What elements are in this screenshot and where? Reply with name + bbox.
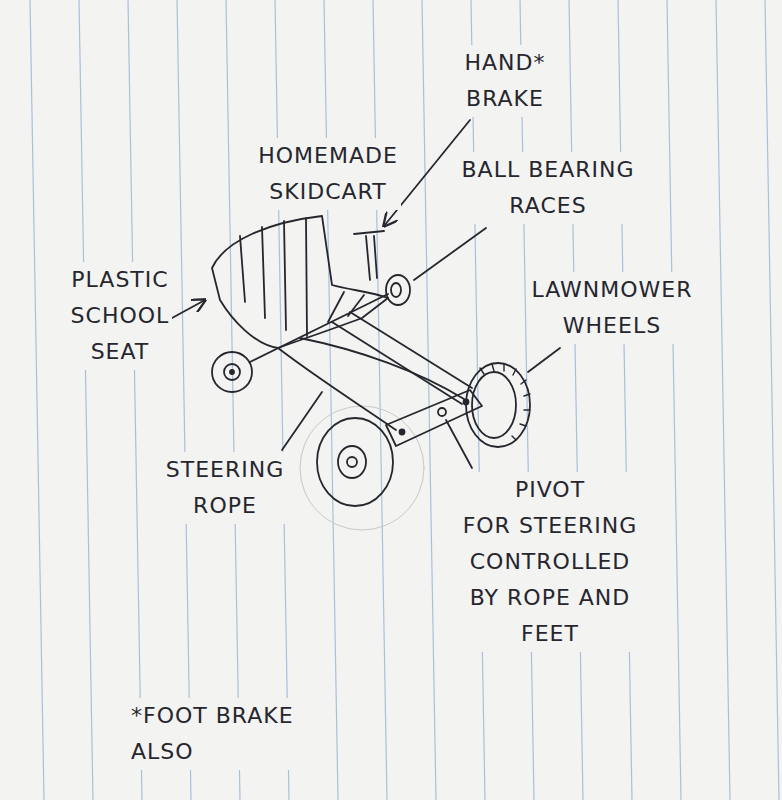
ruled-line: [716, 0, 730, 800]
bearing-wheel: [386, 275, 410, 305]
seat-rib: [284, 221, 286, 330]
wheel-hub: [224, 364, 240, 380]
plank-bolt: [400, 430, 405, 435]
wheel-tread: [480, 364, 530, 440]
wheel-hub: [338, 446, 366, 478]
text-line: CONTROLLED: [463, 544, 638, 580]
ruled-line: [226, 0, 240, 800]
seat-rib: [240, 236, 245, 302]
ruled-line: [373, 0, 387, 800]
ruled-line: [618, 0, 632, 800]
text-line: ALSO: [131, 734, 294, 770]
text-line: PLASTIC: [71, 262, 170, 298]
part-label: PIVOT FOR STEERING CONTROLLED BY ROPE AN…: [460, 472, 641, 652]
text-line: FEET: [463, 616, 638, 652]
hand-brake-handle: [354, 231, 384, 234]
part-label: STEERING ROPE: [163, 452, 287, 524]
ruled-line: [79, 0, 93, 800]
text-line: LAWNMOWER: [531, 272, 692, 308]
part-label: PLASTIC SCHOOL SEAT: [68, 262, 173, 370]
text-line: STEERING: [166, 452, 284, 488]
ruled-line: [177, 0, 191, 800]
ruled-line: [520, 0, 534, 800]
text-line: *FOOT BRAKE: [131, 698, 294, 734]
pencil-circle: [300, 406, 424, 530]
text-line: ROPE: [166, 488, 284, 524]
plastic-seat: [212, 216, 388, 348]
seat-rib: [328, 292, 344, 322]
rear-wheel: [212, 352, 252, 392]
part-label: *FOOT BRAKE ALSO: [128, 698, 297, 770]
ruled-line: [667, 0, 681, 800]
seat-rib: [348, 295, 364, 316]
hand-brake-lever: [374, 236, 377, 278]
drawing-title: HOMEMADE SKIDCART: [255, 138, 401, 210]
front-wheel: [317, 418, 393, 506]
part-label: LAWNMOWER WHEELS: [528, 272, 695, 344]
text-line: RACES: [462, 188, 635, 224]
seat-rib: [262, 227, 265, 318]
text-line: HOMEMADE: [258, 138, 398, 174]
wheel-axle-dot: [347, 457, 357, 467]
wheel-axle-dot: [230, 370, 234, 374]
ruled-line: [765, 0, 779, 800]
ruled-line: [128, 0, 142, 800]
front-wheel: [466, 363, 530, 447]
leader-line: [446, 420, 472, 468]
ruled-line: [30, 0, 44, 800]
leader-line: [528, 348, 560, 372]
leader-line: [414, 228, 486, 280]
frame-beam: [350, 312, 472, 388]
text-line: PIVOT: [463, 472, 638, 508]
wheel-rim: [472, 372, 516, 438]
bearing-race: [391, 283, 401, 297]
text-line: BY ROPE AND: [463, 580, 638, 616]
text-line: BRAKE: [465, 81, 546, 117]
text-line: SKIDCART: [258, 174, 398, 210]
part-label: BALL BEARING RACES: [459, 152, 638, 224]
text-line: FOR STEERING: [463, 508, 638, 544]
text-line: HAND*: [465, 45, 546, 81]
frame-beam: [332, 322, 462, 404]
leader-line: [282, 392, 322, 450]
text-line: WHEELS: [531, 308, 692, 344]
ruled-line: [422, 0, 436, 800]
text-line: SEAT: [71, 334, 170, 370]
ruled-line: [569, 0, 583, 800]
ruled-line: [275, 0, 289, 800]
seat-rib: [306, 218, 307, 336]
hand-brake-lever: [366, 236, 370, 280]
part-label: HAND* BRAKE: [462, 45, 549, 117]
text-line: BALL BEARING: [462, 152, 635, 188]
rear-axle: [250, 294, 388, 362]
text-line: SCHOOL: [71, 298, 170, 334]
pivot-bolt: [438, 408, 446, 416]
ruled-line: [324, 0, 338, 800]
